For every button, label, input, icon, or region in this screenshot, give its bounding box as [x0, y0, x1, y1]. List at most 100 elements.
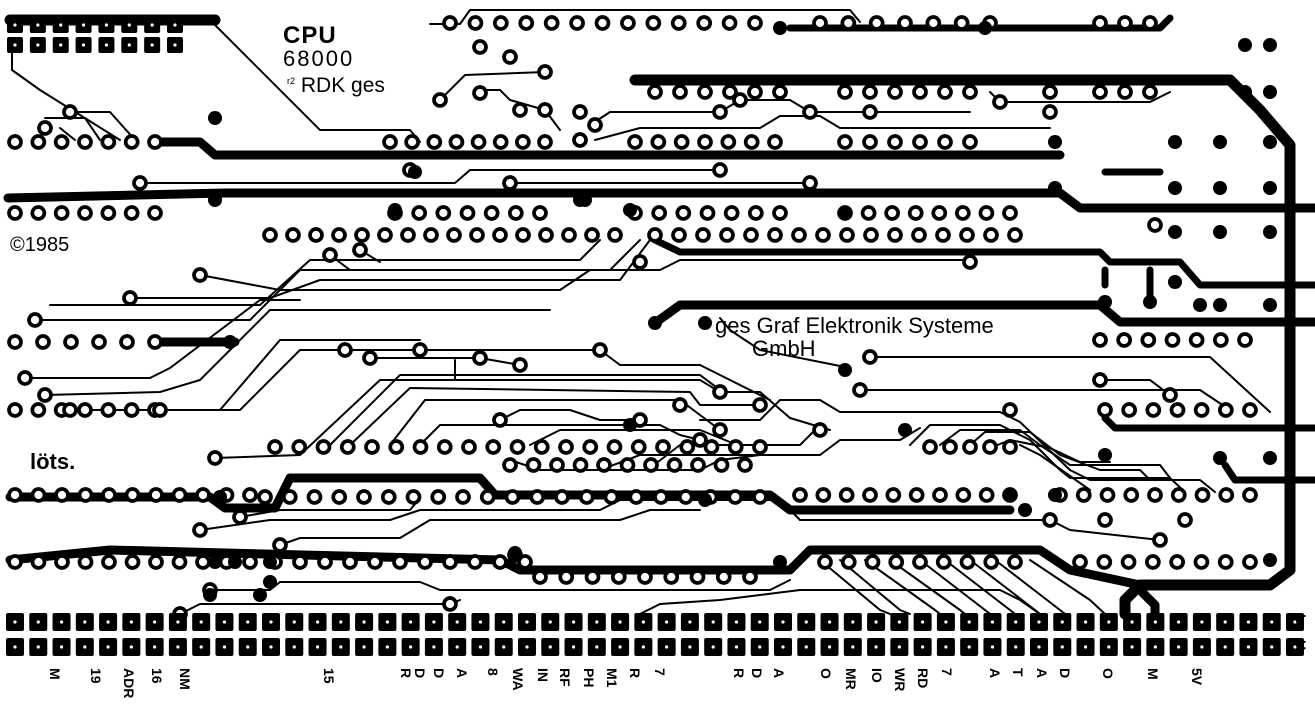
ring-pad	[362, 350, 378, 366]
square-pad	[890, 613, 909, 631]
ring-pad	[935, 227, 951, 243]
via-pad	[1018, 503, 1032, 517]
ring-pad	[492, 134, 509, 150]
ring-pad	[719, 227, 735, 243]
ring-pad	[430, 489, 447, 505]
ring-pad	[697, 84, 713, 100]
signal-trace	[889, 559, 966, 615]
ring-pad	[411, 205, 428, 221]
ring-pad	[860, 205, 877, 221]
ring-pad	[1092, 332, 1108, 348]
ring-pad	[812, 15, 828, 31]
ring-pad	[815, 487, 832, 503]
ring-pad	[1002, 402, 1018, 418]
ring-pad	[837, 84, 853, 100]
square-pad	[401, 613, 420, 631]
square-pad	[704, 638, 723, 656]
square-pad	[52, 17, 69, 33]
ring-pad	[152, 402, 168, 418]
power-trace	[150, 137, 1065, 160]
ring-pad	[703, 439, 720, 455]
square-pad	[75, 17, 92, 33]
ring-pad	[1140, 332, 1157, 348]
signal-trace	[214, 379, 831, 459]
ring-pad	[630, 439, 647, 455]
ring-pad	[171, 554, 188, 570]
ring-pad	[671, 227, 687, 243]
ring-pad	[529, 489, 546, 505]
ring-pad	[862, 349, 878, 365]
ring-pad	[912, 554, 928, 570]
signal-trace	[499, 409, 641, 421]
square-pad	[29, 17, 46, 33]
ring-pad	[7, 554, 23, 570]
signal-trace	[344, 349, 771, 401]
via-pad	[1213, 225, 1227, 239]
ring-pad	[502, 457, 518, 473]
square-pad	[611, 638, 630, 656]
square-pad	[424, 638, 443, 656]
ring-pad	[978, 487, 995, 503]
ring-pad	[242, 554, 258, 570]
ring-pad	[1120, 554, 1137, 570]
via-pad	[208, 555, 222, 569]
ring-pad	[100, 134, 117, 150]
via-pad	[1048, 488, 1062, 502]
pin-label: 7	[652, 668, 668, 676]
ring-pad	[537, 134, 553, 150]
ring-pad	[937, 84, 953, 100]
square-pad	[1123, 613, 1142, 631]
ring-pad	[1042, 84, 1058, 100]
square-pad	[121, 37, 138, 53]
rdk-prefix: r2	[287, 76, 296, 86]
ring-pad	[285, 227, 301, 243]
via-pad	[1003, 488, 1017, 502]
square-pad	[355, 613, 374, 631]
square-pad	[238, 613, 257, 631]
ring-pad	[1117, 84, 1133, 100]
ring-pad	[812, 422, 828, 438]
ring-pad	[426, 134, 443, 150]
square-pad	[262, 613, 280, 631]
ring-pad	[742, 569, 758, 585]
signal-trace	[69, 111, 136, 141]
signal-trace	[919, 559, 991, 615]
ring-pad	[509, 439, 526, 455]
square-pad	[587, 638, 606, 656]
ring-pad	[492, 227, 508, 243]
ring-pad	[619, 457, 636, 473]
square-pad	[867, 638, 886, 656]
via-pad	[1263, 298, 1277, 312]
signal-trace	[209, 579, 791, 591]
square-pad	[541, 613, 560, 631]
square-pad	[657, 638, 676, 656]
pin-label: RF	[557, 668, 573, 687]
ring-pad	[584, 227, 600, 243]
square-pad	[52, 638, 71, 656]
square-pad	[587, 613, 606, 631]
ring-pad	[637, 569, 653, 585]
ring-pad	[77, 554, 94, 570]
ring-pad	[839, 227, 855, 243]
ring-pad	[281, 489, 298, 505]
ring-pad	[852, 382, 868, 398]
via-pad	[1238, 85, 1252, 99]
ring-pad	[1075, 487, 1092, 503]
pin-label: A	[454, 668, 470, 679]
square-pad	[331, 613, 350, 631]
ring-pad	[380, 489, 397, 505]
ring-pad	[54, 554, 70, 570]
via-pad	[1213, 298, 1227, 312]
via-pad	[1263, 553, 1277, 567]
square-pad	[727, 613, 746, 631]
rdk-label: r2 RDK ges	[287, 74, 385, 98]
ring-pad	[100, 402, 117, 418]
ring-pad	[907, 205, 924, 221]
signal-trace	[839, 559, 911, 615]
square-pad	[913, 613, 932, 631]
signal-trace	[199, 259, 971, 291]
ring-pad	[192, 522, 208, 538]
ring-pad	[37, 387, 53, 403]
square-pad	[494, 613, 513, 631]
ring-pad	[417, 554, 433, 570]
